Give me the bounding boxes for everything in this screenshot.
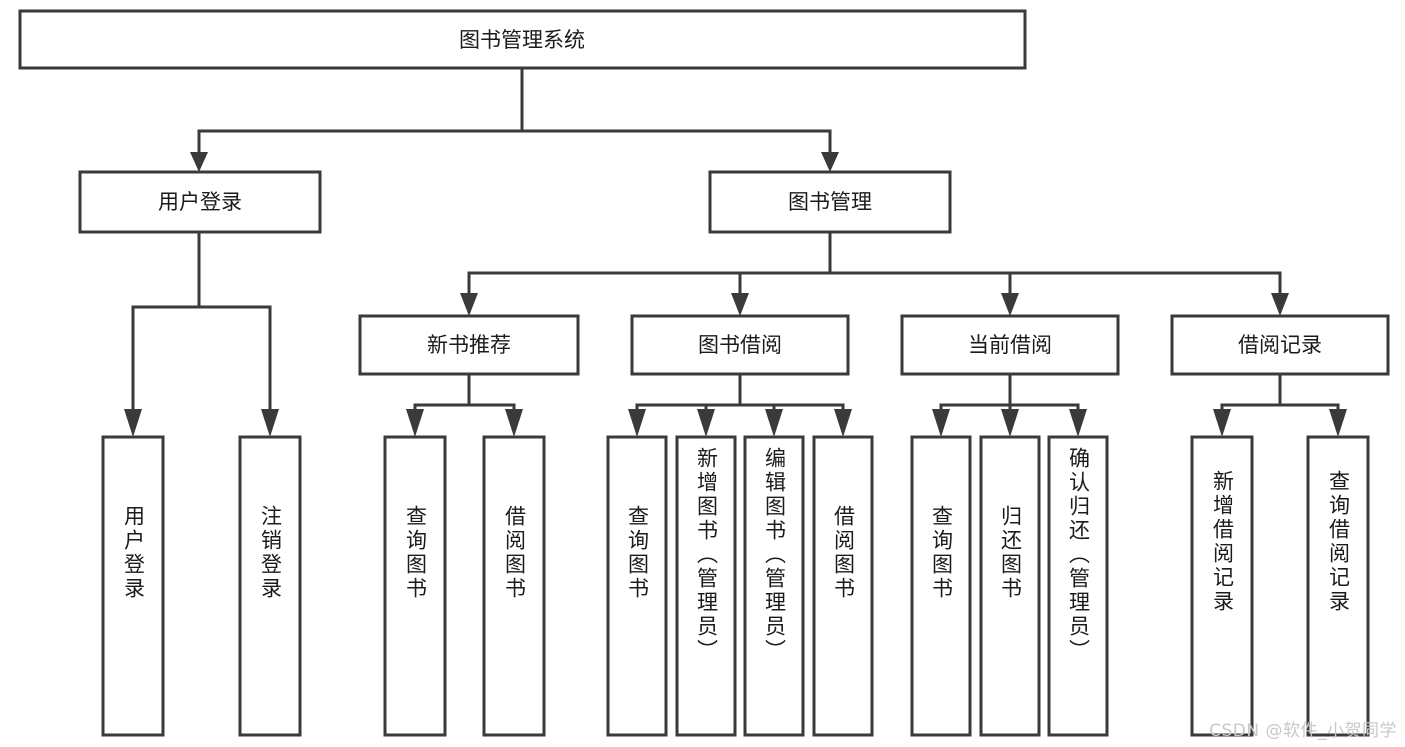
arrow-l3-2 [1001, 293, 1019, 316]
node-book-manage-box[interactable] [708, 170, 952, 234]
arrow-leaf-ul-0 [124, 409, 142, 437]
node-root[interactable]: 图书管理系统 [18, 9, 1027, 70]
leaf-box-cb-2[interactable] [1047, 435, 1109, 737]
node-book-borrow-label: 图书借阅 [698, 333, 782, 357]
node-borrow-record-box[interactable] [1170, 314, 1390, 376]
node-current-borrow-box[interactable] [900, 314, 1120, 376]
arrow-leaf-cb-2 [1069, 409, 1087, 437]
arrow-leaf-bb-1 [697, 409, 715, 437]
leaf-box-bb-0[interactable] [606, 435, 668, 737]
connector-layer [124, 66, 1347, 437]
arrow-leaf-cb-1 [1001, 409, 1019, 437]
node-book-manage-label: 图书管理 [788, 190, 872, 214]
node-user-login-box[interactable] [78, 170, 322, 234]
leaf-box-nbr-1[interactable] [482, 435, 546, 737]
leaf-box-ul-0[interactable] [101, 435, 165, 737]
leaf-box-bb-3[interactable] [812, 435, 874, 737]
arrow-l3-3 [1271, 293, 1289, 316]
leaf-box-cb-1[interactable] [979, 435, 1041, 737]
node-borrow-record-label: 借阅记录 [1238, 333, 1322, 357]
arrow-leaf-nbr-1 [505, 409, 523, 437]
node-book-borrow-box[interactable] [630, 314, 850, 376]
arrow-leaf-nbr-0 [406, 409, 424, 437]
leaf-box-ul-1[interactable] [238, 435, 302, 737]
leaf-box-cb-0[interactable] [910, 435, 972, 737]
leaf-box-nbr-0[interactable] [383, 435, 447, 737]
node-user-login-label: 用户登录 [158, 190, 242, 214]
watermark: CSDN @软件_小贺同学 [1209, 721, 1397, 741]
node-new-book-recommend[interactable]: 新书推荐 [358, 314, 580, 376]
node-current-borrow-label: 当前借阅 [968, 333, 1052, 357]
node-borrow-record[interactable]: 借阅记录 [1170, 314, 1390, 376]
node-current-borrow[interactable]: 当前借阅 [900, 314, 1120, 376]
leaf-box-bb-1[interactable] [675, 435, 737, 737]
arrow-leaf-cb-0 [932, 409, 950, 437]
leaf-box-bb-2[interactable] [743, 435, 805, 737]
arrow-leaf-ul-1 [261, 409, 279, 437]
node-book-borrow[interactable]: 图书借阅 [630, 314, 850, 376]
arrow-leaf-bb-2 [765, 409, 783, 437]
arrow-leaf-br-1 [1329, 409, 1347, 437]
arrow-book-manage [821, 152, 839, 172]
leaf-boxes [101, 435, 1370, 737]
arrow-leaf-bb-0 [628, 409, 646, 437]
arrow-l3-0 [460, 293, 478, 316]
node-book-manage[interactable]: 图书管理 [708, 170, 952, 234]
arrow-leaf-br-0 [1213, 409, 1231, 437]
node-root-box[interactable] [18, 9, 1027, 70]
node-new-book-recommend-box[interactable] [358, 314, 580, 376]
node-root-label: 图书管理系统 [459, 28, 585, 52]
arrow-leaf-bb-3 [834, 409, 852, 437]
node-new-book-recommend-label: 新书推荐 [427, 333, 511, 357]
leaf-box-br-1[interactable] [1306, 435, 1370, 737]
leaf-box-br-0[interactable] [1190, 435, 1254, 737]
arrow-user-login [190, 152, 208, 172]
node-user-login[interactable]: 用户登录 [78, 170, 322, 234]
arrow-l3-1 [731, 293, 749, 316]
